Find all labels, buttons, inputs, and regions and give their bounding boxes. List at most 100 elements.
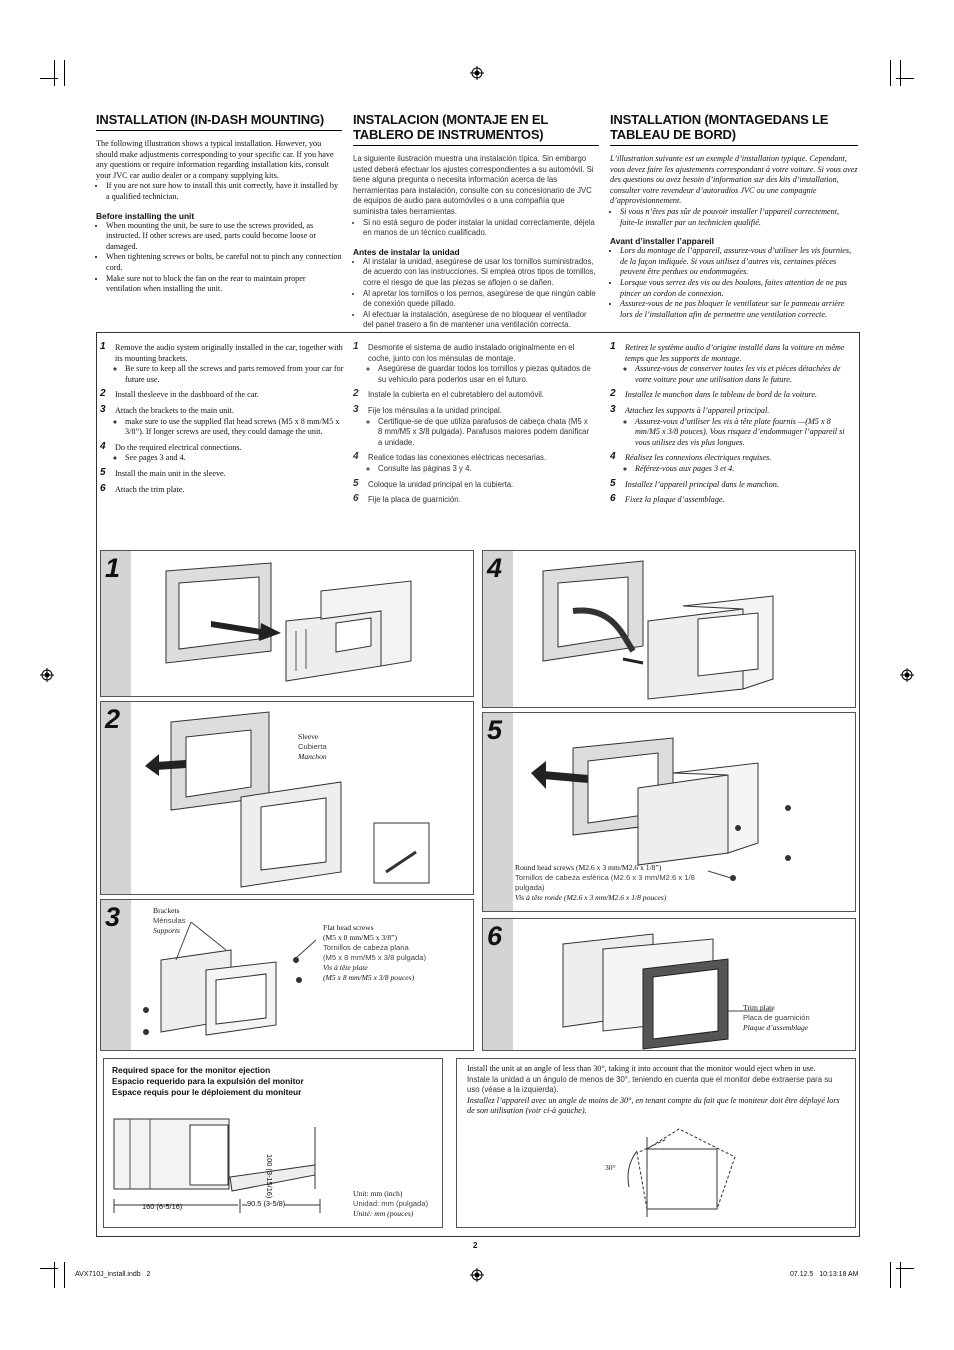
section-title: INSTALLATION (IN-DASH MOUNTING) — [96, 112, 342, 131]
trim-plate-illustration — [562, 933, 773, 1050]
wiring-illustration — [542, 560, 774, 700]
caution-bullet: When mounting the unit, be sure to use t… — [106, 221, 342, 253]
round-screws-label: Round head screws (M2.6 x 3 mm/M2.6 x 1/… — [515, 863, 695, 902]
sub-bullet: Be sure to keep all the screws and parts… — [125, 364, 346, 385]
sleeve-label: Sleeve Cubierta Manchon — [298, 732, 327, 761]
intro-text: La siguiente ilustración muestra una ins… — [353, 154, 594, 216]
trim-plate-label: Trim plate Placa de guarnición Plaque d’… — [743, 1003, 810, 1032]
dim-depth: 160 (6-5/16) — [142, 1202, 183, 1211]
figure-panel-3: 3 Brackets Ménsulas Supports Flat head s… — [100, 899, 474, 1051]
section-fr: INSTALLATION (MONTAGEDANS LE TABLEAU DE … — [610, 112, 858, 320]
caution-bullet: Lorsque vous serrez des vis ou des boulo… — [620, 278, 858, 299]
sub-bullet: Asegúrese de guardar todos los tornillos… — [378, 364, 593, 385]
caution-bullet: Al instalar la unidad, asegúrese de usar… — [363, 257, 599, 289]
caution-bullet: Al efectuar la instalación, asegúrese de… — [363, 310, 599, 331]
footer-file: AVX710J_install.indb 2 — [75, 1271, 151, 1278]
sub-bullet: make sure to use the supplied flat head … — [125, 417, 346, 438]
caution-bullet: Assurez-vous de ne pas bloquer le ventil… — [620, 299, 858, 320]
registration-mark-icon — [40, 668, 54, 682]
sub-bullet: Assurez-vous d’utiliser les vis à tête p… — [635, 417, 854, 449]
section-es: INSTALACION (MONTAJE EN EL TABLERO DE IN… — [353, 112, 599, 331]
registration-mark-icon — [900, 668, 914, 682]
intro-text: L’illustration suivante est un exemple d… — [610, 154, 858, 206]
space-title-en: Required space for the monitor ejection — [112, 1065, 271, 1075]
flat-screws-label: Flat head screws (M5 x 8 mm/M5 x 3/8”) T… — [323, 923, 426, 982]
angle-label: 30° — [605, 1163, 616, 1172]
intro-bullet: Si no está seguro de poder instalar la u… — [363, 218, 599, 239]
space-title-es: Espacio requerido para la expulsión del … — [112, 1076, 304, 1086]
caution-bullet: Al apretar los tornillos o los pernos, a… — [363, 289, 599, 310]
figure-panel-1: 1 — [100, 550, 474, 697]
registration-mark-icon — [470, 1268, 484, 1282]
angle-text-es: Instale la unidad a un ángulo de menos d… — [467, 1074, 833, 1095]
sub-bullet: Certifique-se de que utiliza parafusos d… — [378, 417, 593, 449]
panel-number: 3 — [105, 902, 121, 932]
intro-text: The following illustration shows a typic… — [96, 139, 334, 180]
insert-unit-illustration — [531, 737, 791, 881]
registration-mark-icon — [470, 66, 484, 80]
angle-text-fr: Installez l’appareil avec un angle de mo… — [467, 1095, 840, 1116]
subheading: Antes de instalar la unidad — [353, 246, 460, 257]
intro-bullet: If you are not sure how to install this … — [106, 181, 342, 202]
sub-bullet: See pages 3 and 4. — [125, 453, 346, 464]
figure-panel-5: 5 Round head screws (M2.6 x 3 mm/M2.6 x … — [482, 712, 856, 912]
angle-diagram — [627, 1128, 736, 1217]
panel-number: 5 — [487, 715, 503, 745]
remove-audio-illustration — [165, 562, 412, 682]
brackets-label: Brackets Ménsulas Supports — [153, 906, 186, 935]
sleeve-illustration — [145, 711, 430, 888]
figure-panel-6: 6 Trim plate Placa de guarnición Plaque … — [482, 918, 856, 1051]
install-angle-box: Install the unit at an angle of less tha… — [456, 1058, 856, 1228]
section-title: INSTALLATION (MONTAGEDANS LE TABLEAU DE … — [610, 112, 858, 146]
figure-panel-2: 2 Sleeve Cubierta Manchon — [100, 701, 474, 895]
page-number: 2 — [473, 1241, 478, 1250]
figure-panel-4: 4 — [482, 550, 856, 708]
caution-bullet: When tightening screws or bolts, be care… — [106, 252, 342, 273]
caution-bullet: Make sure not to block the fan on the re… — [106, 274, 342, 295]
caution-bullet: Lors du montage de l’appareil, assurez-v… — [620, 246, 858, 278]
dim-height: 100 (3-15/16) — [265, 1154, 274, 1199]
subheading: Before installing the unit — [96, 210, 195, 221]
subheading: Avant d’installer l’appareil — [610, 236, 714, 247]
sub-bullet: Référez-vous aux pages 3 et 4. — [635, 464, 854, 475]
installation-frame — [96, 332, 860, 1237]
panel-number: 2 — [105, 704, 121, 734]
sub-bullet: Consulte las páginas 3 y 4. — [378, 464, 593, 475]
section-en: INSTALLATION (IN-DASH MOUNTING) The foll… — [96, 112, 342, 295]
panel-number: 4 — [487, 553, 503, 583]
intro-bullet: Si vous n’êtes pas sûr de pouvoir instal… — [620, 207, 858, 228]
angle-text-en: Install the unit at an angle of less tha… — [467, 1064, 816, 1073]
unit-label: Unit: mm (inch) Unidad: mm (pulgada) Uni… — [353, 1189, 429, 1218]
panel-number: 1 — [105, 553, 121, 583]
dim-extension: 90.5 (3-5/8) — [247, 1199, 286, 1208]
brackets-illustration — [143, 921, 317, 1036]
footer-date: 07.12.5 10:13:18 AM — [790, 1271, 859, 1278]
sub-bullet: Assurez-vous de conserver toutes les vis… — [635, 364, 854, 385]
panel-number: 6 — [487, 921, 503, 951]
section-title: INSTALACION (MONTAJE EN EL TABLERO DE IN… — [353, 112, 599, 146]
space-title-fr: Espace requis pour le déploiement du mon… — [112, 1087, 302, 1097]
required-space-box: Required space for the monitor ejection … — [103, 1058, 443, 1228]
dimension-diagram — [113, 1118, 321, 1213]
